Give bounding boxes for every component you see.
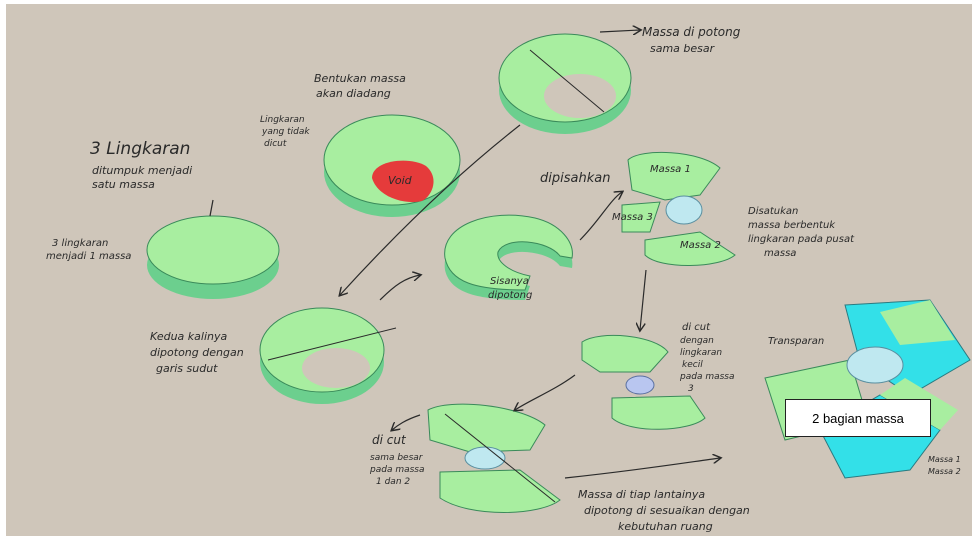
note-cut-mid-1: di cut — [682, 322, 711, 333]
stacked-disk — [147, 200, 279, 299]
note-void-5: dicut — [264, 139, 287, 149]
note-cut-mid-4: kecil — [682, 360, 703, 370]
note-joined-2: massa berbentuk — [748, 220, 836, 231]
note-stacked-2: menjadi 1 massa — [46, 251, 131, 262]
second-cut-disk — [260, 308, 396, 404]
note-mass-1: Massa 1 — [650, 164, 691, 175]
note-split-2: dipotong — [488, 290, 532, 301]
note-roof-1: Massa di tiap lantainya — [578, 488, 705, 501]
note-void-3: Lingkaran — [260, 115, 305, 125]
note-void-word: Void — [388, 174, 413, 187]
note-joined-4: massa — [764, 248, 796, 259]
note-cut-mid-3: lingkaran — [680, 348, 722, 358]
middle-crescent — [445, 215, 573, 300]
note-second-1: Kedua kalinya — [150, 330, 227, 343]
note-split-1: Sisanya — [490, 276, 529, 287]
note-moved: dipisahkan — [540, 171, 610, 186]
note-cut-mid-6: 3 — [688, 384, 694, 394]
note-void-2: akan diadang — [316, 87, 391, 100]
note-void-1: Bentukan massa — [314, 72, 406, 85]
note-mass-2: Massa 2 — [680, 240, 721, 251]
note-title-3: satu massa — [92, 178, 155, 191]
note-cut-top-2: sama besar — [650, 42, 716, 55]
note-second-3: garis sudut — [156, 362, 218, 375]
note-cut-mid-2: dengan — [680, 336, 714, 346]
note-cut-low-4: 1 dan 2 — [376, 477, 410, 487]
note-cut-top-1: Massa di potong — [642, 25, 741, 39]
note-stacked-1: 3 lingkaran — [52, 238, 108, 249]
note-cut-low-2: sama besar — [370, 453, 424, 463]
note-title-1: 3 Lingkaran — [90, 139, 190, 159]
callout-text: 2 bagian massa — [812, 411, 904, 426]
bottom-stacked-masses — [428, 404, 560, 512]
note-final-mass-2: Massa 2 — [928, 467, 961, 476]
note-cut-mid-5: pada massa — [679, 372, 735, 382]
note-mass-3: Massa 3 — [612, 212, 653, 223]
note-joined-1: Disatukan — [748, 206, 798, 217]
note-final: Transparan — [768, 336, 824, 347]
note-roof-3: kebutuhan ruang — [618, 520, 713, 533]
note-cut-low-1: di cut — [372, 433, 407, 447]
note-cut-low-3: pada massa — [369, 465, 425, 475]
callout-box: 2 bagian massa — [785, 399, 931, 437]
final-massing — [765, 300, 970, 478]
top-split-disk — [499, 34, 631, 134]
note-joined-3: lingkaran pada pusat — [748, 234, 855, 245]
note-final-mass-1: Massa 1 — [928, 455, 961, 464]
note-title-2: ditumpuk menjadi — [92, 164, 192, 177]
note-roof-2: dipotong di sesuaikan dengan — [584, 504, 750, 517]
note-void-4: yang tidak — [261, 127, 310, 137]
note-second-2: dipotong dengan — [150, 346, 244, 359]
void-disk — [324, 115, 460, 217]
